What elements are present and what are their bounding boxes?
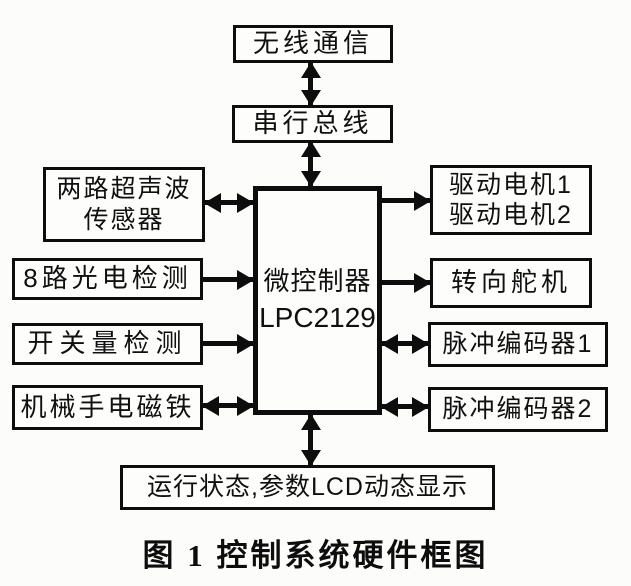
arrowhead-down-icon	[300, 171, 321, 187]
arrowhead-right-icon	[412, 396, 429, 417]
box-drive-motor2-label: 驱动电机2	[449, 201, 573, 229]
box-microcontroller-model: LPC2129	[259, 302, 376, 334]
box-ultrasonic-sensor-line1: 两路超声波	[56, 175, 192, 203]
arrowhead-right-icon	[414, 272, 431, 293]
box-microcontroller: 微控制器 LPC2129	[253, 186, 382, 415]
box-ultrasonic-sensor-line2: 传感器	[83, 205, 165, 234]
box-pulse-encoder2: 脉冲编码器2	[428, 387, 608, 432]
arrowhead-down-icon	[300, 90, 321, 106]
box-steering-servo: 转向舵机	[430, 258, 592, 308]
arrowhead-right-icon	[412, 333, 429, 354]
arrow-serial-mcu	[300, 141, 321, 187]
arrowhead-down-icon	[300, 450, 321, 466]
box-serial-bus-label: 串行总线	[252, 108, 373, 139]
arrowhead-left-icon	[202, 395, 219, 416]
arrow-ultrasonic-mcu	[204, 192, 254, 213]
figure-caption: 图 1 控制系统硬件框图	[142, 538, 489, 573]
box-serial-bus: 串行总线	[232, 105, 393, 143]
box-photoelectric-detect-label: 8路光电检测	[23, 263, 192, 294]
box-photoelectric-detect: 8路光电检测	[12, 258, 203, 300]
arrowhead-up-icon	[300, 141, 321, 157]
arrowhead-left-icon	[381, 396, 398, 417]
box-pulse-encoder1-label: 脉冲编码器1	[442, 330, 594, 359]
box-electromagnet-label: 机械手电磁铁	[20, 391, 195, 422]
box-lcd-display: 运行状态,参数LCD动态显示	[120, 465, 495, 510]
box-drive-motors: 驱动电机1 驱动电机2	[430, 165, 592, 235]
box-electromagnet: 机械手电磁铁	[12, 385, 203, 430]
arrow-switch-mcu	[203, 333, 254, 354]
box-ultrasonic-sensor: 两路超声波 传感器	[43, 167, 205, 242]
box-pulse-encoder1: 脉冲编码器1	[428, 322, 608, 367]
box-wireless-comm: 无线通信	[233, 25, 393, 63]
box-steering-servo-label: 转向舵机	[450, 267, 571, 298]
arrowhead-right-icon	[237, 333, 254, 354]
box-microcontroller-label: 微控制器	[263, 265, 372, 296]
arrowhead-right-icon	[414, 190, 431, 211]
arrow-electromagnet-mcu	[202, 395, 254, 416]
arrowhead-left-icon	[381, 333, 398, 354]
arrow-mcu-motors	[382, 190, 431, 211]
arrow-mcu-servo	[382, 272, 431, 293]
arrow-wireless-serial	[300, 62, 321, 106]
arrowhead-right-icon	[237, 192, 254, 213]
arrow-mcu-encoder1	[381, 333, 429, 354]
arrowhead-right-icon	[237, 395, 254, 416]
arrowhead-up-icon	[300, 414, 321, 430]
arrow-mcu-lcd	[300, 414, 321, 466]
box-pulse-encoder2-label: 脉冲编码器2	[442, 395, 594, 424]
arrowhead-left-icon	[204, 192, 221, 213]
box-wireless-comm-label: 无线通信	[252, 28, 373, 59]
arrow-mcu-encoder2	[381, 396, 429, 417]
arrow-photoelectric-mcu	[203, 269, 254, 290]
box-lcd-display-label: 运行状态,参数LCD动态显示	[147, 473, 468, 502]
box-switch-detect: 开关量检测	[12, 323, 203, 365]
box-drive-motor1-label: 驱动电机1	[449, 170, 573, 199]
box-switch-detect-label: 开关量检测	[27, 328, 188, 359]
arrowhead-up-icon	[300, 62, 321, 78]
arrowhead-right-icon	[237, 269, 254, 290]
